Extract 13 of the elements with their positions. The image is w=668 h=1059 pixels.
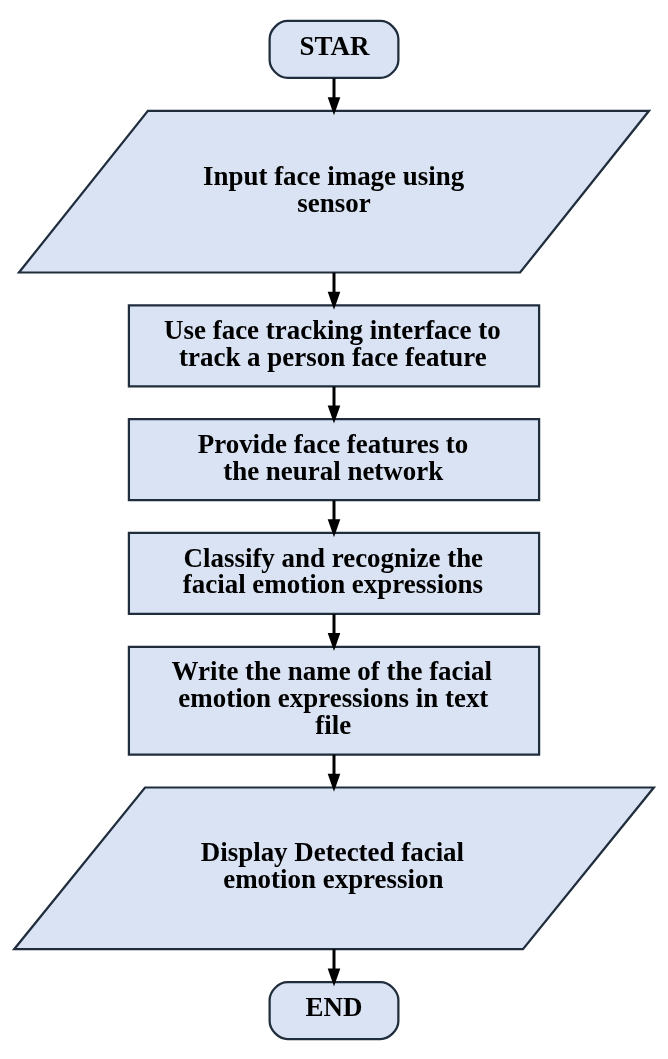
- arrow: [327, 613, 341, 651]
- node-box: STAR: [268, 19, 400, 79]
- node-box: END: [268, 980, 400, 1040]
- node-box: Classify and recognize the facial emotion expressions: [127, 531, 541, 615]
- arrow: [327, 754, 341, 792]
- node-box: Provide face features to the neural network: [127, 417, 541, 501]
- node-box: Use face tracking interface to track a person face feature: [127, 303, 541, 387]
- arrow: [327, 77, 341, 115]
- arrow: [327, 948, 341, 986]
- arrow: [327, 272, 341, 310]
- arrow: [327, 500, 341, 537]
- arrow: [327, 386, 341, 423]
- node-box: Write the name of the facial emotion expressions in text file: [127, 645, 541, 756]
